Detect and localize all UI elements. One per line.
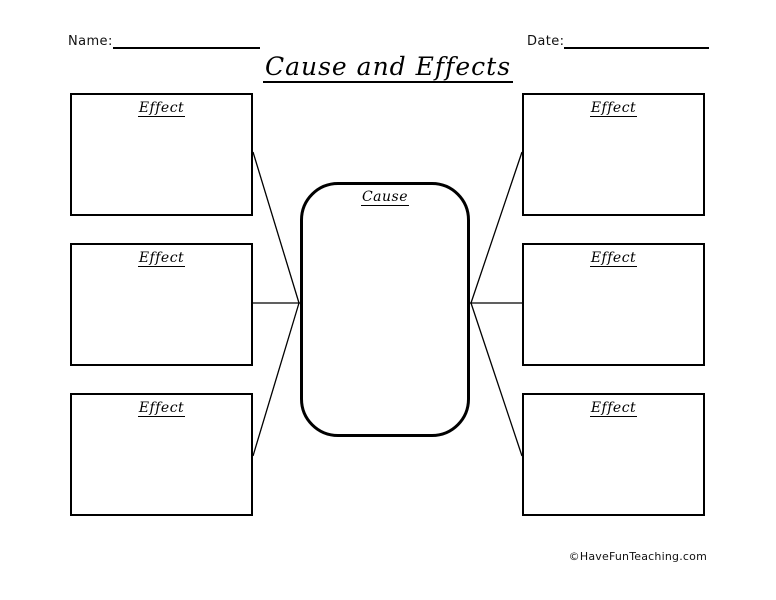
effect-box-left-top[interactable]: Effect bbox=[70, 93, 253, 216]
effect-label: Effect bbox=[72, 100, 251, 118]
name-field[interactable]: Name: bbox=[68, 34, 260, 49]
connector-right-bottom bbox=[470, 302, 523, 457]
effect-label-text: Effect bbox=[137, 100, 186, 118]
effect-label-text: Effect bbox=[137, 250, 186, 268]
effect-label: Effect bbox=[72, 250, 251, 268]
date-input-rule[interactable] bbox=[564, 34, 710, 49]
effect-box-right-top[interactable]: Effect bbox=[522, 93, 705, 216]
effect-label-text: Effect bbox=[589, 250, 638, 268]
footer-credit: ©HaveFunTeaching.com bbox=[568, 550, 707, 563]
page-title-text: Cause and Effects bbox=[262, 53, 514, 84]
effect-label-text: Effect bbox=[589, 400, 638, 418]
effect-label: Effect bbox=[524, 250, 703, 268]
cause-label-text: Cause bbox=[360, 189, 410, 207]
name-label: Name: bbox=[68, 34, 113, 49]
effect-box-left-mid[interactable]: Effect bbox=[70, 243, 253, 366]
effect-box-right-mid[interactable]: Effect bbox=[522, 243, 705, 366]
date-label: Date: bbox=[527, 34, 565, 49]
page-title: Cause and Effects bbox=[0, 52, 776, 84]
connector-left-top bbox=[252, 151, 300, 304]
date-field[interactable]: Date: bbox=[527, 34, 710, 49]
cause-label: Cause bbox=[303, 189, 467, 207]
connector-left-bottom bbox=[252, 302, 300, 457]
effect-label: Effect bbox=[524, 400, 703, 418]
effect-label: Effect bbox=[72, 400, 251, 418]
connector-right-top bbox=[470, 151, 523, 304]
cause-box[interactable]: Cause bbox=[300, 182, 470, 437]
effect-box-left-bottom[interactable]: Effect bbox=[70, 393, 253, 516]
effect-box-right-bottom[interactable]: Effect bbox=[522, 393, 705, 516]
effect-label: Effect bbox=[524, 100, 703, 118]
effect-label-text: Effect bbox=[589, 100, 638, 118]
effect-label-text: Effect bbox=[137, 400, 186, 418]
name-input-rule[interactable] bbox=[112, 34, 260, 49]
